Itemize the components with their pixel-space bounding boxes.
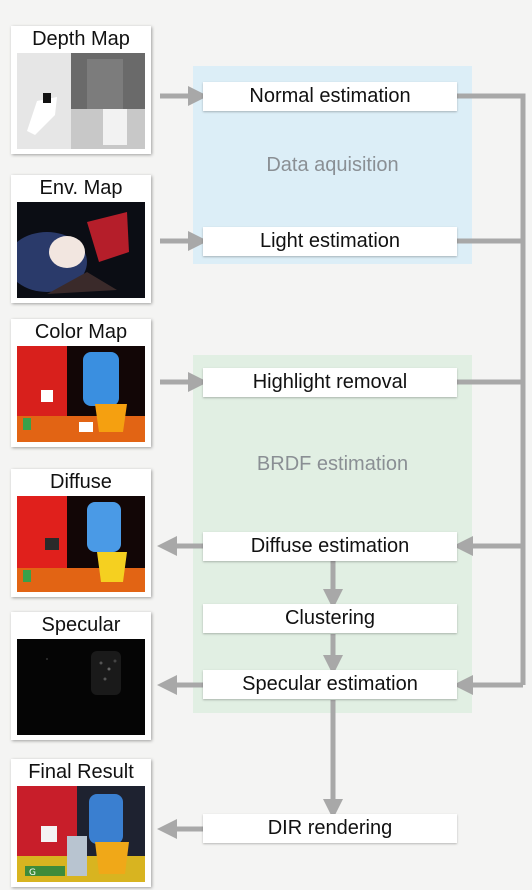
data-acquisition-label: Data aquisition (266, 154, 399, 176)
depth-map-panel: Depth Map (11, 26, 151, 154)
step-clustering: Clustering (203, 604, 457, 633)
bus-normal (457, 93, 526, 685)
diffuse-panel: Diffuse (11, 469, 151, 597)
color-map-panel: Color Map (11, 319, 151, 447)
step-specular-estimation: Specular estimation (203, 670, 457, 699)
final-result-title: Final Result (28, 761, 134, 783)
specular-title: Specular (41, 614, 121, 636)
step-highlight-removal: Highlight removal (203, 368, 457, 397)
diffuse-title: Diffuse (50, 471, 112, 493)
specular-panel: Specular (11, 612, 151, 740)
env-map-panel: Env. Map (11, 175, 151, 303)
final-result-panel: Final Result G (11, 759, 151, 887)
color-map-title: Color Map (34, 321, 128, 343)
final-result-image: G (17, 786, 145, 882)
depth-map-image (17, 53, 145, 149)
color-map-image (17, 346, 145, 442)
step-normal-estimation: Normal estimation (203, 82, 457, 111)
step-diffuse-estimation: Diffuse estimation (203, 532, 457, 561)
env-map-image (17, 202, 145, 298)
env-map-title: Env. Map (39, 177, 123, 199)
specular-image (17, 639, 145, 735)
brdf-estimation-label: BRDF estimation (256, 453, 409, 475)
final-result-image-text: G (29, 868, 36, 878)
depth-map-title: Depth Map (32, 28, 130, 50)
step-dir-rendering: DIR rendering (203, 814, 457, 843)
step-light-estimation: Light estimation (203, 227, 457, 256)
diffuse-image (17, 496, 145, 592)
